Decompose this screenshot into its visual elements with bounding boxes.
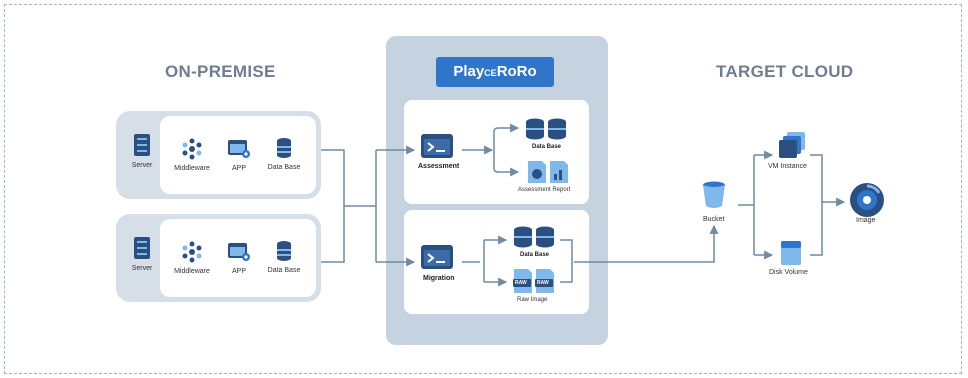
database-icon <box>277 138 291 158</box>
raw-tag: RAW <box>515 280 527 286</box>
assessment-label: Assessment <box>418 163 460 170</box>
target-cloud-title: TARGET CLOUD <box>716 62 854 81</box>
image-disc-icon <box>850 183 884 217</box>
app-item: APP <box>211 241 267 275</box>
playce-roro-logo: PlayCERoRo <box>436 57 554 87</box>
database-pair-icon <box>514 226 554 248</box>
diagram-frame <box>4 4 962 374</box>
assessment-report-label: Assessment Report <box>518 187 571 193</box>
migration-db-label: Data Base <box>520 252 550 258</box>
on-premise-title: ON-PREMISE <box>165 62 276 81</box>
terminal-icon <box>421 134 453 158</box>
report-icon <box>528 161 568 183</box>
bucket-label: Bucket <box>703 216 725 223</box>
vm-instance-icon <box>779 132 805 158</box>
brand-middle: CE <box>484 68 497 78</box>
brand-suffix: RoRo <box>496 63 537 80</box>
database-pair-icon <box>526 118 566 140</box>
middleware-item: Middleware <box>164 138 220 172</box>
server-item: Server <box>114 133 170 169</box>
database-label: Data Base <box>267 164 301 171</box>
middleware-label: Middleware <box>174 268 210 275</box>
bucket-icon <box>703 181 725 208</box>
raw-image-icon: RAW RAW <box>512 268 556 294</box>
raw-tag: RAW <box>537 280 549 286</box>
assessment-db-label: Data Base <box>532 144 562 150</box>
server-icon <box>134 237 150 259</box>
database-label: Data Base <box>267 267 301 274</box>
server-item: Server <box>114 236 170 272</box>
app-window-icon <box>228 140 250 158</box>
app-label: APP <box>231 165 246 172</box>
migration-label: Migration <box>423 275 455 282</box>
terminal-icon <box>421 245 453 269</box>
app-item: APP <box>211 138 267 172</box>
app-window-icon <box>228 243 250 261</box>
raw-image-label: Raw Image <box>517 297 548 303</box>
disk-volume-icon <box>781 241 801 265</box>
app-label: APP <box>231 268 246 275</box>
database-item: Data Base <box>256 240 312 274</box>
server-label: Server <box>131 162 153 169</box>
server-icon <box>134 134 150 156</box>
server-label: Server <box>131 265 153 272</box>
database-item: Data Base <box>256 137 312 171</box>
database-icon <box>277 241 291 261</box>
image-label: Image <box>856 217 876 224</box>
middleware-icon <box>182 138 202 160</box>
brand-prefix: Play <box>453 63 485 80</box>
middleware-item: Middleware <box>164 241 220 275</box>
disk-volume-label: Disk Volume <box>769 269 808 276</box>
middleware-label: Middleware <box>174 165 210 172</box>
vm-instance-label: VM Instance <box>768 163 807 170</box>
middleware-icon <box>182 241 202 263</box>
